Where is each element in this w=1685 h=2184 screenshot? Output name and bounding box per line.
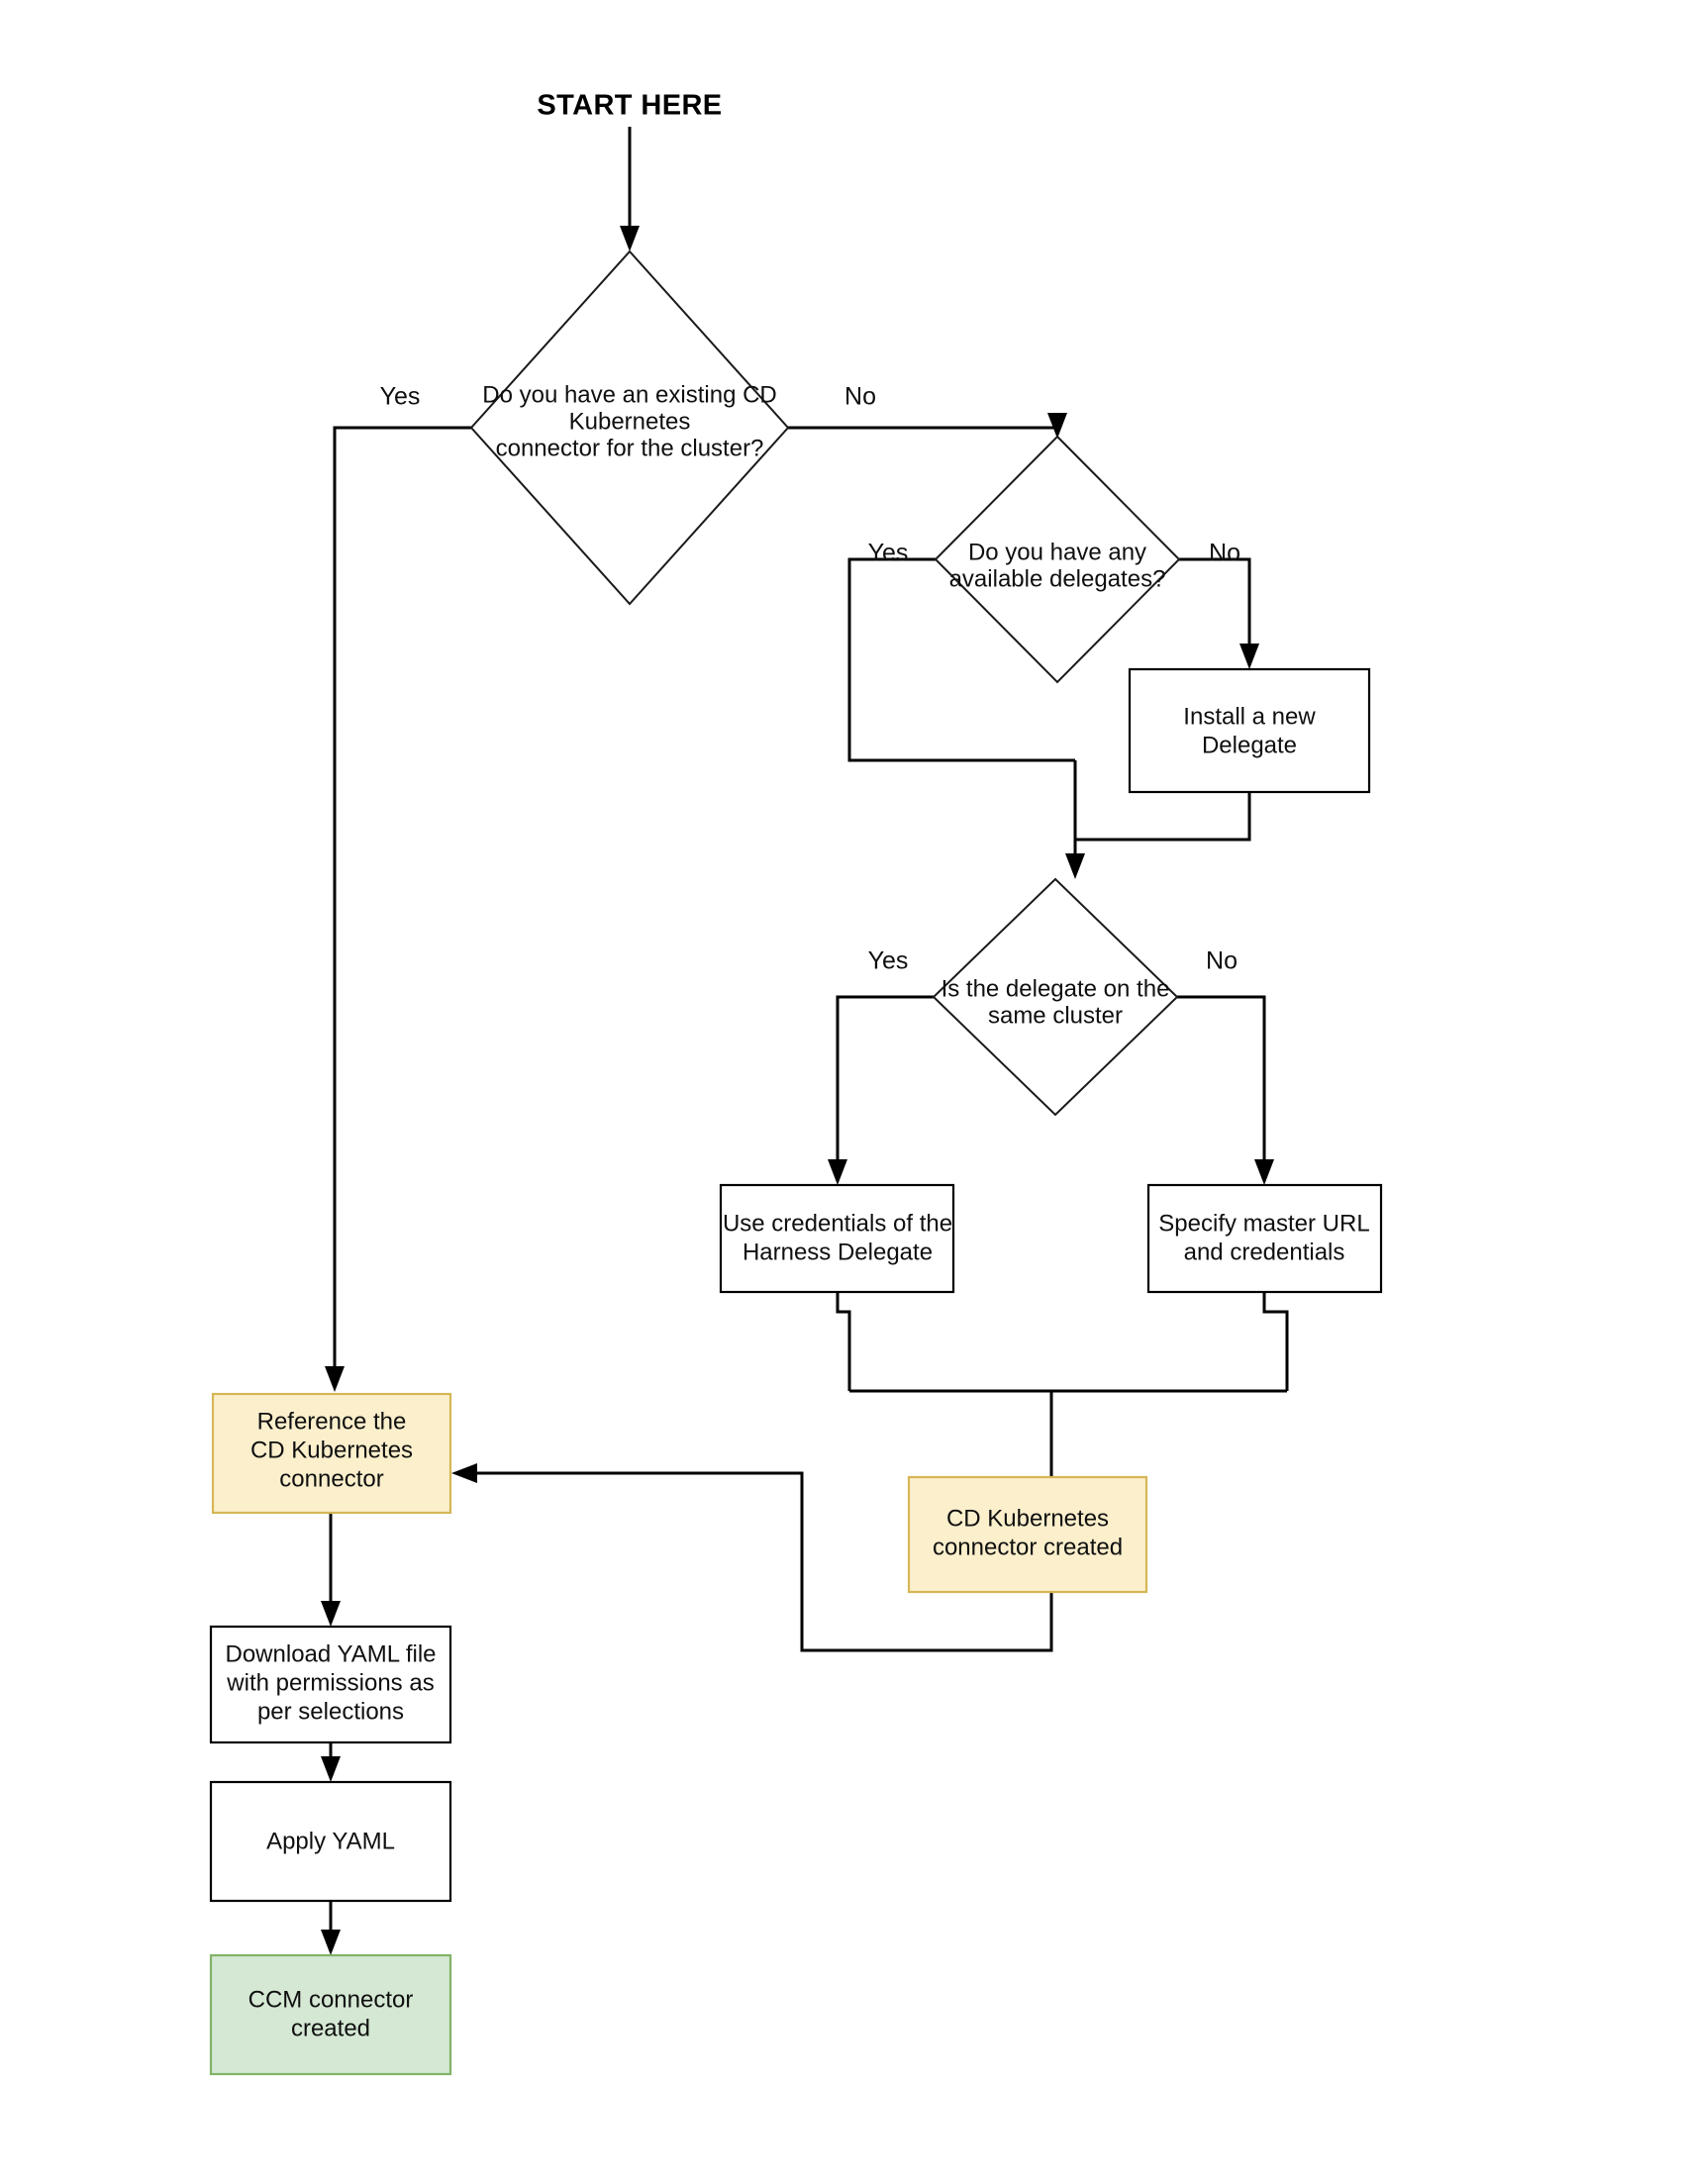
apply-yaml-line-1: Apply YAML	[266, 1828, 395, 1854]
specify-master-url-line-1: Specify master URL	[1158, 1210, 1369, 1237]
node-specify-master-url[interactable]: Specify master URL and credentials	[1146, 1183, 1383, 1294]
edge-label-delegates-no: No	[1209, 540, 1240, 567]
reference-cd-connector-line-3: connector	[279, 1465, 383, 1492]
edge-use-credentials-to-join	[836, 1292, 851, 1391]
download-yaml-line-3: per selections	[257, 1698, 404, 1725]
download-yaml-line-2: with permissions as	[226, 1669, 434, 1696]
edge-label-delegates-yes: Yes	[868, 540, 909, 567]
specify-master-url-line-2: and credentials	[1184, 1239, 1345, 1265]
start-here-label: START HERE	[537, 90, 722, 122]
edge-existing-connector-no	[788, 413, 1067, 439]
edge-cd-connector-created-to-reference	[451, 1463, 1053, 1652]
edge-same-cluster-no	[1177, 995, 1274, 1185]
reference-cd-connector-line-1: Reference the	[257, 1408, 407, 1435]
edge-same-cluster-yes	[828, 995, 934, 1185]
edge-delegates-no	[1179, 557, 1259, 669]
decision-same-cluster-line-1: Is the delegate on the	[942, 975, 1170, 1002]
decision-existing-connector-line-2: Kubernetes	[569, 408, 691, 435]
node-reference-cd-connector[interactable]: Reference the CD Kubernetes connector	[211, 1392, 452, 1515]
edge-apply-yaml-to-ccm-connector-created	[321, 1901, 341, 1955]
node-decision-same-cluster[interactable]: Is the delegate on the same cluster	[932, 877, 1179, 1117]
download-yaml-line-1: Download YAML file	[226, 1640, 437, 1667]
node-install-delegate[interactable]: Install a new Delegate	[1128, 667, 1371, 794]
node-decision-available-delegates[interactable]: Do you have any available delegates?	[934, 435, 1181, 684]
node-apply-yaml[interactable]: Apply YAML	[209, 1780, 452, 1903]
decision-available-delegates-line-2: available delegates?	[949, 565, 1166, 592]
node-download-yaml[interactable]: Download YAML file with permissions as p…	[209, 1625, 452, 1744]
install-delegate-line-2: Delegate	[1202, 732, 1297, 758]
decision-existing-connector-line-1: Do you have an existing CD	[482, 381, 777, 408]
edge-download-yaml-to-apply-yaml	[321, 1742, 341, 1782]
decision-existing-connector-line-3: connector for the cluster?	[496, 435, 764, 461]
edge-reference-to-download-yaml	[321, 1513, 341, 1627]
node-use-delegate-credentials[interactable]: Use credentials of the Harness Delegate	[719, 1183, 955, 1294]
edge-merge-into-same-cluster	[1065, 760, 1085, 879]
edge-existing-connector-yes	[325, 426, 471, 1392]
reference-cd-connector-line-2: CD Kubernetes	[250, 1437, 413, 1463]
edge-start-to-decision-existing-connector	[620, 127, 640, 251]
node-decision-existing-connector[interactable]: Do you have an existing CD Kubernetes co…	[469, 249, 790, 606]
edge-label-same-cluster-no: No	[1206, 947, 1238, 975]
decision-available-delegates-line-1: Do you have any	[968, 539, 1146, 565]
cd-connector-created-line-2: connector created	[933, 1534, 1123, 1560]
use-delegate-credentials-line-2: Harness Delegate	[743, 1239, 933, 1265]
ccm-connector-created-line-2: created	[291, 2015, 370, 2041]
ccm-connector-created-line-1: CCM connector	[248, 1986, 414, 2013]
decision-same-cluster-line-2: same cluster	[988, 1002, 1123, 1029]
edge-label-existing-connector-no: No	[844, 383, 876, 411]
node-cd-connector-created[interactable]: CD Kubernetes connector created	[907, 1475, 1148, 1594]
edge-label-existing-connector-yes: Yes	[380, 383, 421, 411]
use-delegate-credentials-line-1: Use credentials of the	[723, 1210, 952, 1237]
edge-specify-url-to-join	[1262, 1292, 1289, 1391]
cd-connector-created-line-1: CD Kubernetes	[946, 1505, 1109, 1532]
edge-delegates-yes	[847, 557, 1075, 762]
edge-install-delegate-to-same-cluster	[1075, 792, 1251, 842]
edge-label-same-cluster-yes: Yes	[868, 947, 909, 975]
edge-join-bus-to-cd-connector-created	[849, 1389, 1287, 1477]
node-ccm-connector-created[interactable]: CCM connector created	[209, 1953, 452, 2076]
install-delegate-line-1: Install a new	[1183, 703, 1316, 730]
